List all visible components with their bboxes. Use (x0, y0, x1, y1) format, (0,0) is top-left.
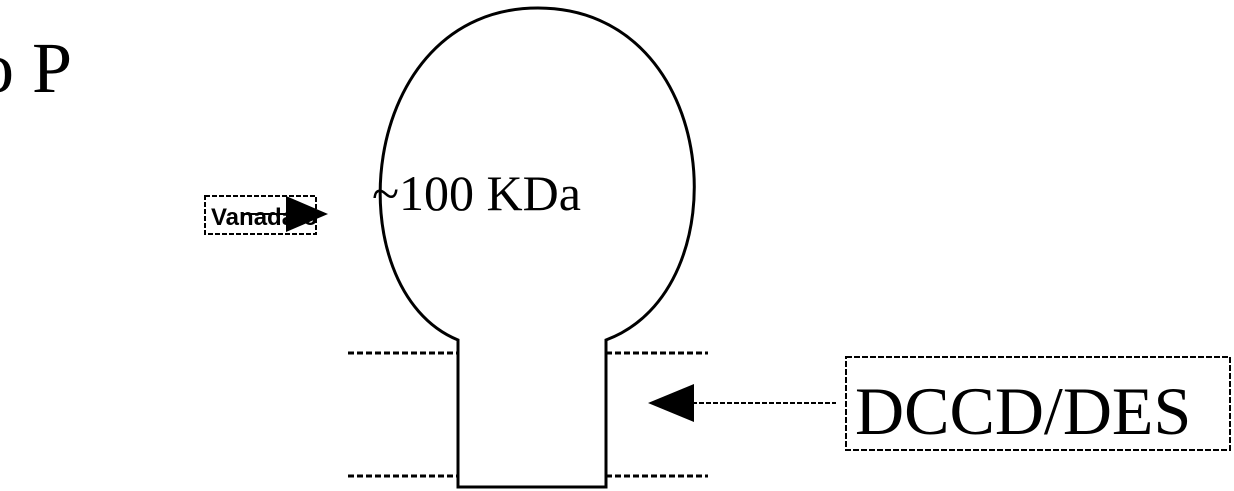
right-arrow-head (648, 384, 694, 422)
left-arrow-head (286, 196, 328, 232)
right-inhibitor-label: DCCD/DES (855, 373, 1191, 449)
right-inhibitor-box (845, 356, 1231, 451)
enzyme-head-and-stalk (378, 6, 696, 489)
head-mass-label: ~100 KDa (372, 165, 581, 221)
heading-fragment: o P (0, 28, 72, 108)
